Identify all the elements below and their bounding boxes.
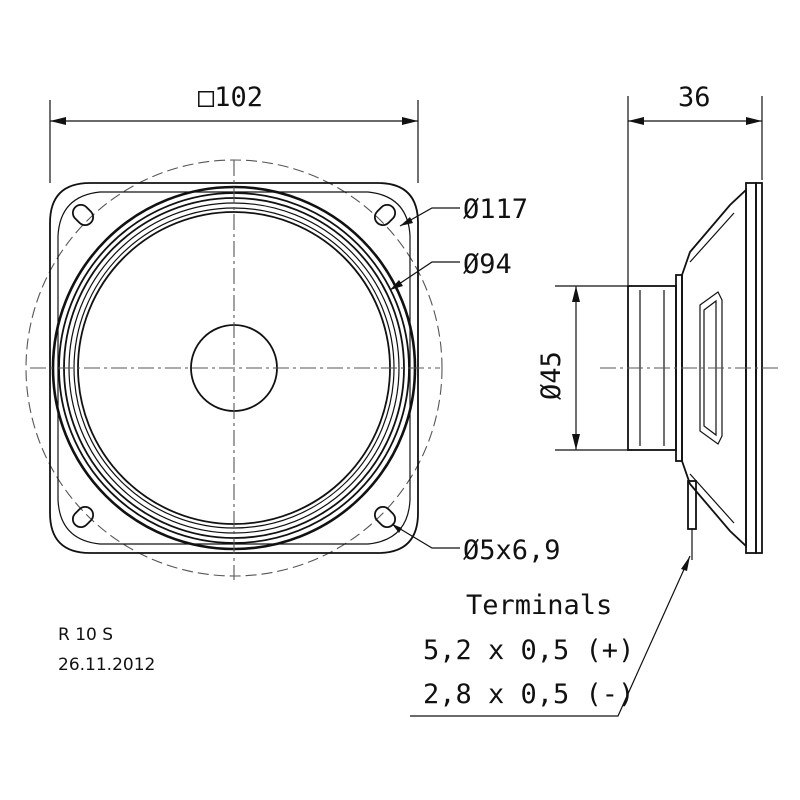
terminals-title: Terminals <box>466 590 612 621</box>
leader-lines-front <box>389 207 460 549</box>
dimension-width: □102 <box>49 82 419 183</box>
magnet-diameter-label: Ø45 <box>536 351 567 400</box>
model-label: R 10 S <box>58 625 113 645</box>
basket-inner <box>689 212 735 524</box>
mounting-holes <box>71 203 397 529</box>
basket-window <box>699 291 723 445</box>
terminal-negative: 2,8 x 0,5 (-) <box>423 679 634 710</box>
dimension-magnet: Ø45 <box>536 285 632 451</box>
title-block: R 10 S 26.11.2012 <box>58 625 155 675</box>
date-label: 26.11.2012 <box>58 655 155 675</box>
dimension-width-label: □102 <box>198 82 263 113</box>
mounting-hole-top-right <box>373 203 397 227</box>
terminals-note: Terminals 5,2 x 0,5 (+) 2,8 x 0,5 (-) <box>410 555 691 717</box>
terminal-leader <box>410 555 691 717</box>
terminal <box>687 480 697 560</box>
cone-diameter-label: Ø94 <box>463 249 512 280</box>
mounting-hole-label: Ø5x6,9 <box>463 535 561 566</box>
side-view: 36 Ø45 <box>536 82 780 560</box>
terminal-positive: 5,2 x 0,5 (+) <box>423 635 634 666</box>
outer-diameter-label: Ø117 <box>463 194 528 225</box>
dimension-depth: 36 <box>627 82 763 285</box>
front-view: □102 Ø117 Ø94 Ø5x6,9 <box>25 82 561 580</box>
flange-outline <box>57 191 411 545</box>
dimension-depth-label: 36 <box>678 82 711 113</box>
square-frame <box>49 182 419 554</box>
mounting-hole-bottom-left <box>71 505 95 529</box>
mounting-hole-top-left <box>71 203 95 227</box>
